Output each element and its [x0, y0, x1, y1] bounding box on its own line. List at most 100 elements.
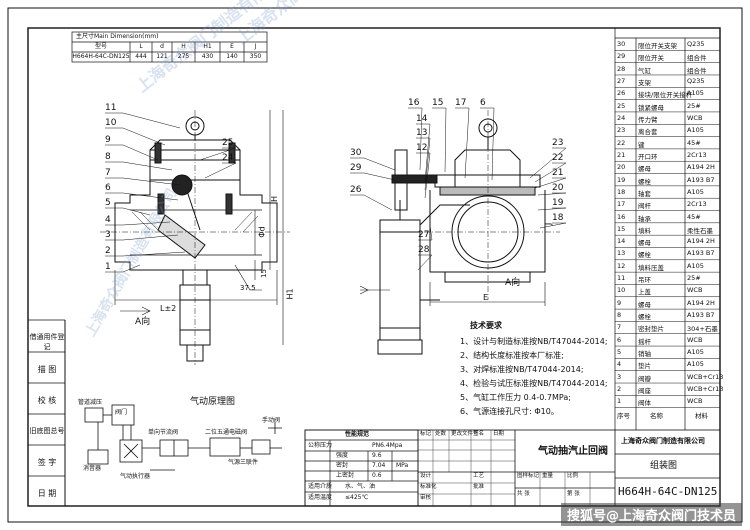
dimension-table-title: 主尺寸Main Dimension(mm)	[76, 33, 159, 40]
bom-name: 限位开关	[638, 54, 664, 63]
bom-name: 阀杆	[638, 202, 651, 211]
bom-no: 10	[617, 286, 626, 295]
bom-no: 20	[617, 163, 626, 172]
bom-material: A105	[687, 89, 704, 98]
title-block-field: 比例	[567, 473, 579, 479]
callout-number: 11	[105, 103, 117, 113]
title-block-field: 第 张	[567, 491, 580, 497]
bom-material: 2Cr13	[687, 150, 707, 159]
bom-no: 18	[617, 187, 626, 196]
bom-no: 23	[617, 126, 626, 135]
bom-material: A193 B7	[687, 311, 715, 320]
bom-header-no: 序号	[617, 411, 630, 420]
bom-no: 29	[617, 52, 626, 61]
pressure-row-label: 密封	[336, 462, 349, 469]
left-col-label: 旧底图总号	[29, 427, 65, 435]
bom-material: Q235	[687, 40, 705, 48]
bom-name: 销轴	[638, 350, 651, 359]
callout-number: 27	[418, 230, 430, 240]
dim-table-cell: 275	[177, 53, 190, 60]
callout-number: 28	[418, 245, 430, 255]
tech-req-item: 2、结构长度标准按本厂标准;	[460, 351, 564, 360]
bom-row: 30 限位开关支架 Q235	[615, 38, 720, 50]
left-col-label: 日 期	[37, 489, 57, 498]
tech-req-title: 技术要求	[470, 321, 502, 330]
drawing-type: 组装图	[650, 461, 678, 471]
bom-name: 阀座	[638, 387, 651, 396]
bom-name: 密封垫片	[638, 325, 664, 334]
bom-header-name: 名称	[650, 411, 663, 420]
bom-no: 4	[617, 360, 622, 369]
bom-material: A193 B7	[687, 249, 715, 258]
pneumatic-label: 气源三联件	[228, 459, 259, 466]
callout-number: 5	[105, 198, 111, 208]
bom-no: 24	[617, 113, 626, 122]
callout-number: 26	[350, 185, 362, 195]
callout-number: 24	[222, 153, 234, 163]
callout-number: 2	[105, 246, 111, 256]
title-block-field: 批准	[473, 484, 485, 490]
pneumatic-label: 手动阀	[262, 417, 281, 424]
bom-name: 传力臂	[638, 115, 658, 124]
callout-number: 6	[480, 98, 486, 108]
pressure-row-label: 强度	[336, 452, 349, 459]
bom-material: WCB	[687, 286, 703, 295]
dim-table-header: J	[254, 43, 257, 50]
bom-no: 3	[617, 372, 622, 381]
bom-no: 25	[617, 101, 626, 110]
medium-value: 水、气、油	[345, 483, 376, 490]
callout-number: 23	[552, 138, 564, 148]
bom-no: 13	[617, 249, 626, 258]
bom-name: 螺栓	[638, 251, 651, 260]
callout-number: 6	[105, 183, 111, 193]
dim-table-cell: 350	[249, 53, 262, 60]
callout-number: 1	[105, 262, 111, 272]
bom-material: WCB	[687, 335, 703, 344]
callout-number: 4	[105, 215, 111, 225]
callout-number: 16	[408, 98, 420, 108]
bom-material: A194 2H	[687, 163, 715, 172]
bom-no: 30	[617, 40, 626, 48]
bom-no: 15	[617, 224, 626, 233]
tech-req-item: 5、气缸工作压力 0.4-0.7MPa;	[460, 393, 571, 402]
drawing-model: H664H-64C-DN125	[618, 485, 718, 498]
bom-no: 27	[617, 76, 626, 85]
bom-material: A105	[687, 187, 704, 196]
pneumatic-label: 二位五通电磁阀	[205, 429, 248, 436]
bom-name: 锁紧螺母	[638, 103, 664, 112]
pneumatic-label: 消音器	[83, 465, 102, 472]
bom-material: A194 2H	[687, 237, 715, 246]
left-col-label: 签 字	[37, 458, 57, 467]
bom-name: 限位开关支架	[638, 42, 677, 50]
bom-no: 14	[617, 237, 626, 246]
pneumatic-title: 气动原理图	[190, 397, 236, 407]
direction-a-label: A向	[505, 278, 521, 288]
left-col-label: 借通用件登记	[29, 333, 65, 351]
bom-material: 304+石墨	[687, 325, 718, 334]
bom-header-material: 材料	[695, 411, 708, 420]
bom-name: 摇杆	[638, 337, 651, 346]
bom-name: 填料压盖	[638, 263, 664, 272]
direction-a-label: A向	[135, 317, 151, 327]
callout-number: 12	[416, 143, 428, 153]
callout-number: 8	[105, 152, 111, 162]
dim-table-cell: H664H-64C-DN125	[72, 53, 130, 60]
pneumatic-label: 管道减压	[78, 399, 103, 406]
bom-material: 25#	[687, 274, 701, 283]
callout-number: 18	[552, 213, 564, 223]
callout-number: 15	[432, 98, 444, 108]
pneumatic-label: 单向节流阀	[148, 429, 179, 436]
tech-req-item: 6、气源连接孔尺寸: Φ10。	[460, 407, 559, 416]
